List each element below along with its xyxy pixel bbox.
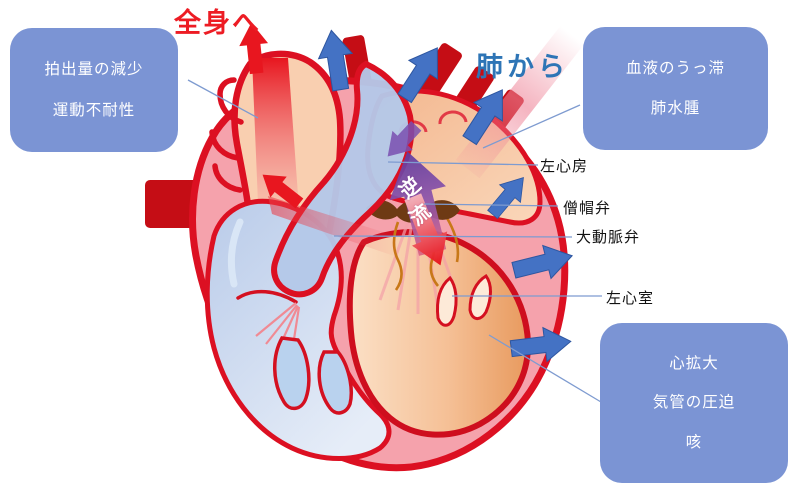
callout-blood-congestion: 血液のうっ滞 肺水腫 <box>583 27 768 150</box>
aortic-ejection-arrow <box>262 174 304 209</box>
callout-cardiac-enlargement: 心拡大 気管の圧迫 咳 <box>600 323 788 483</box>
leader-line-left-atrium <box>387 161 539 166</box>
atrium-highlight <box>227 218 244 288</box>
dilation-arrow-up-right <box>397 47 438 104</box>
mitral-leaflet <box>436 275 458 327</box>
callout-line: 心拡大 <box>669 355 719 373</box>
callout-line: 肺水腫 <box>650 99 701 117</box>
leader-line-aortic-valve <box>333 235 573 238</box>
label-aortic-valve: 大動脈弁 <box>576 229 641 246</box>
mitral-leaflet <box>468 274 492 320</box>
leader-lines <box>187 79 602 403</box>
leader-line-right-callout <box>482 104 581 149</box>
tricuspid-valve <box>236 289 298 304</box>
right-heart-region <box>204 198 392 461</box>
atrial-enlargement-arrow <box>487 177 524 220</box>
label-left-ventricle: 左心室 <box>606 290 655 307</box>
title-from-lungs: 肺から <box>476 52 569 82</box>
aortic-flow-trail <box>268 196 400 258</box>
callout-reduced-output: 拍出量の減少 運動不耐性 <box>10 28 178 152</box>
dilation-arrow-up-right <box>462 89 503 146</box>
callout-line: 咳 <box>685 433 703 451</box>
dilation-arrow-up <box>317 29 354 92</box>
ventricular-enlargement-arrow <box>511 244 573 280</box>
pulmonary-trunk <box>271 60 415 298</box>
callout-line: 拍出量の減少 <box>44 61 144 79</box>
inflow-to-ventricle-arrow <box>404 193 448 266</box>
leader-line-left-callout <box>187 79 259 119</box>
aorta-branch <box>209 129 241 161</box>
aorta-branch <box>217 77 244 125</box>
pulmonary-vein-ostium <box>438 110 468 125</box>
label-mitral-valve: 僧帽弁 <box>563 200 612 217</box>
callout-line: 気管の圧迫 <box>652 394 736 412</box>
leader-line-mitral-valve <box>423 203 559 207</box>
papillary-muscle <box>273 336 311 411</box>
aorta-branch <box>212 163 243 193</box>
callout-line: 血液のうっ滞 <box>625 59 725 77</box>
to-body-arrow <box>239 22 269 75</box>
backflow-into-atrium-arrow <box>387 121 422 157</box>
papillary-muscle <box>317 350 353 415</box>
label-left-atrium: 左心房 <box>540 158 589 175</box>
leader-line-bottom-callout <box>488 334 602 403</box>
callout-line: 運動不耐性 <box>52 101 136 119</box>
pulmonary-inflow-band <box>455 25 585 179</box>
title-to-whole-body: 全身へ <box>174 8 261 38</box>
